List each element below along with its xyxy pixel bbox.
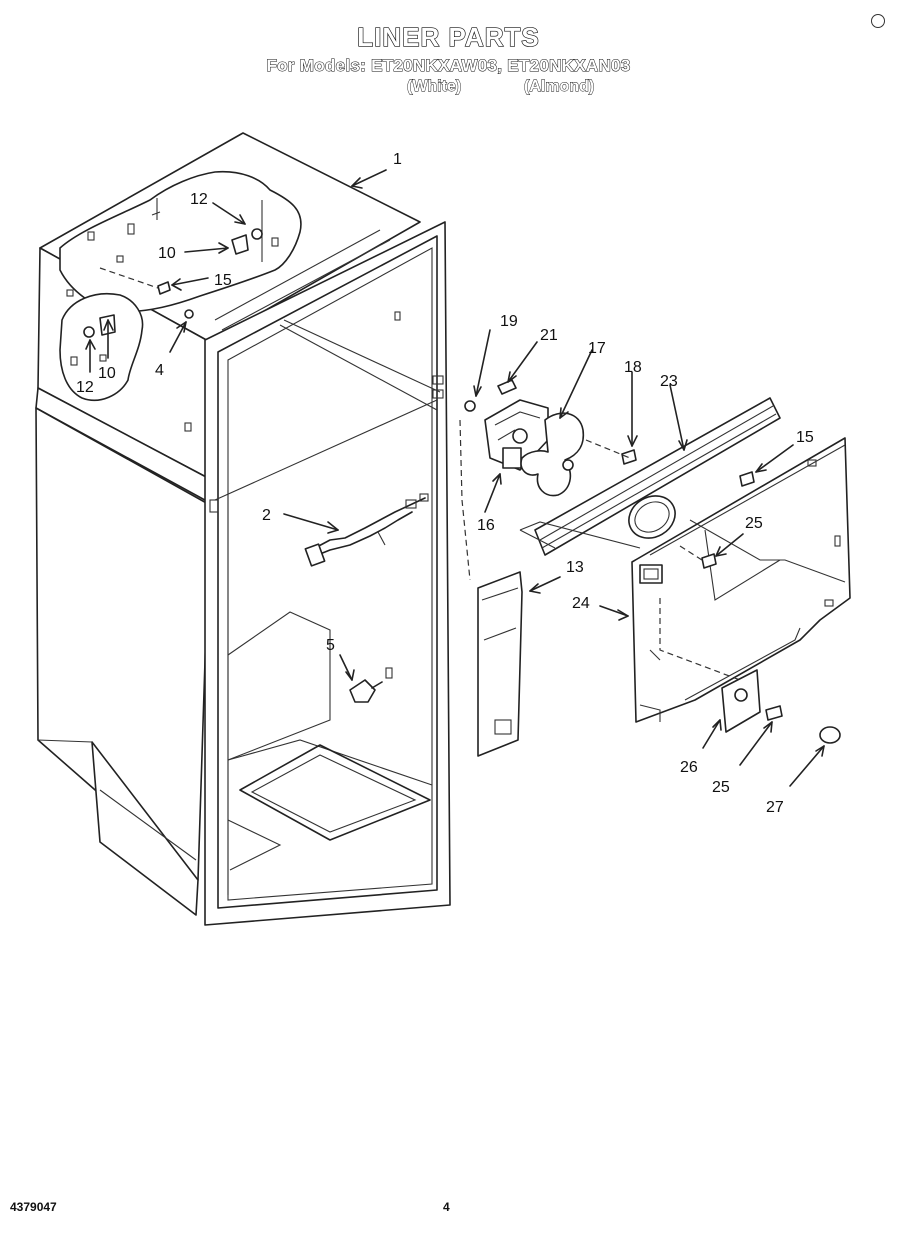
clip-12-top [251,228,263,240]
models-line: For Models: ET20NKXAW03, ET20NKXAN03 [266,56,631,76]
callout-16: 16 [477,517,495,534]
screw-4 [184,309,194,319]
callout-15-panel: 15 [796,429,814,446]
cutaway-detail-upper [59,170,302,402]
callout-labels: 1 12 10 15 4 12 10 2 5 19 21 17 18 23 15… [76,151,814,816]
callout-12-left: 12 [76,379,94,396]
callout-27: 27 [766,799,784,816]
callout-18: 18 [624,359,642,376]
clip-12-left [83,326,95,338]
finish-labels: (White) (Almond) [0,78,897,98]
finish-white: (White) [407,78,462,96]
callout-25-plate: 25 [712,779,730,796]
wire-harness-2 [304,493,429,567]
callout-12-top: 12 [190,191,208,208]
back-panel-24 [631,437,851,723]
screw-21 [497,379,517,395]
air-duct-13 [459,419,523,757]
callout-24: 24 [572,595,590,612]
callout-17: 17 [588,340,606,357]
callout-1: 1 [393,151,402,168]
callout-2: 2 [262,507,271,524]
callout-4: 4 [155,362,164,379]
leader-arrows [85,169,825,787]
callout-15-top: 15 [214,272,232,289]
callout-10-left: 10 [98,365,116,382]
document-number: 4379047 [10,1200,57,1214]
callout-26: 26 [680,759,698,776]
callout-13: 13 [566,559,584,576]
screw-15-panel [739,471,755,487]
fan-motor-assembly [464,379,637,497]
screw-25-panel [701,553,717,569]
grommet-19 [464,400,476,412]
screw-25-plate [765,705,783,721]
callout-21: 21 [540,327,558,344]
callout-19: 19 [500,313,518,330]
screw-15-top [157,281,171,295]
corner-hole-mark [871,14,885,28]
grille-23 [519,397,781,556]
page-title: LINER PARTS [357,21,540,52]
light-socket-5 [349,667,393,703]
page-number: 4 [443,1200,450,1214]
bracket-10-top [231,234,249,255]
knob-27 [819,726,841,744]
callout-25-panel: 25 [745,515,763,532]
fan-blade-17 [520,412,585,497]
callout-23: 23 [660,373,678,390]
screw-18 [621,449,637,465]
finish-almond: (Almond) [524,78,595,96]
callout-10-top: 10 [158,245,176,262]
callout-5: 5 [326,637,335,654]
